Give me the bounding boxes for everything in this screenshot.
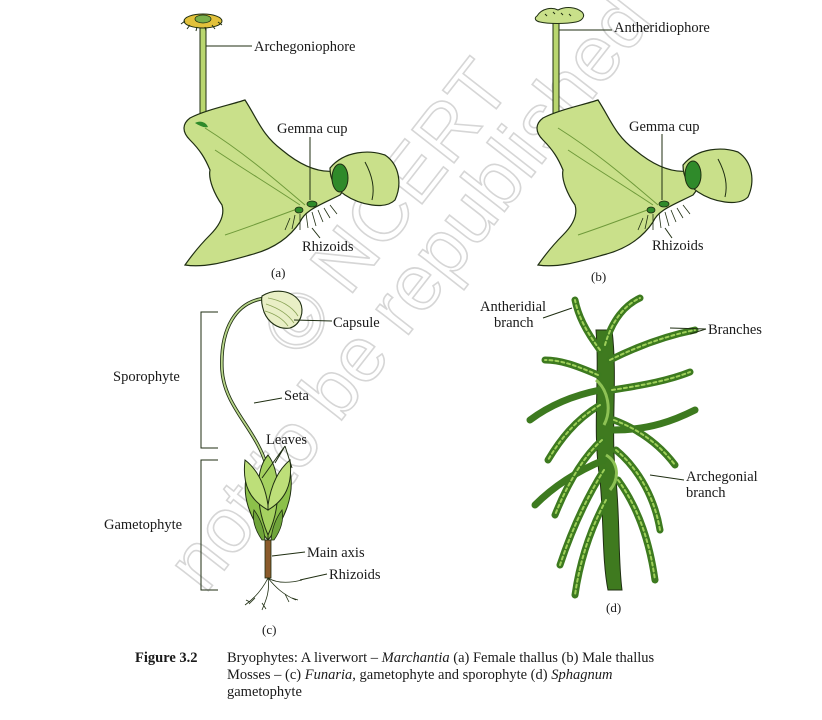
panel-tag-d: (d) (606, 600, 621, 615)
label-rhizoids-a: Rhizoids (302, 239, 354, 255)
rhizoids-b (637, 204, 691, 231)
panel-tag-b: (b) (591, 269, 606, 284)
label-main-axis: Main axis (307, 545, 365, 561)
label-gemma-cup-b: Gemma cup (629, 119, 699, 135)
label-seta: Seta (284, 388, 310, 404)
caption-text-2b: Funaria (304, 667, 353, 683)
label-gametophyte: Gametophyte (104, 517, 182, 533)
label-antheridial-2: branch (494, 315, 534, 331)
bracket-sporophyte (200, 311, 218, 449)
caption-text-1b: Marchantia (381, 650, 450, 666)
panel-tag-c: (c) (262, 622, 276, 637)
label-capsule: Capsule (333, 315, 380, 331)
label-antheridiophore: Antheridiophore (614, 20, 710, 36)
thallus-a (183, 99, 356, 267)
label-sporophyte: Sporophyte (113, 369, 180, 385)
main-axis (264, 539, 272, 579)
panel-tag-a: (a) (271, 265, 285, 280)
gemma-cups-b (646, 200, 670, 214)
caption-text-2d: Sphagnum (551, 667, 613, 683)
caption-text-2a: Mosses – (c) (227, 667, 305, 683)
label-archegonial-1: Archegonial (686, 469, 758, 485)
caption-line-2: Mosses – (c) Funaria, gametophyte and sp… (135, 667, 795, 684)
label-leaves: Leaves (266, 432, 307, 448)
thallus-b (536, 99, 709, 267)
antheridiophore-head (534, 7, 585, 24)
caption-line-3: gametophyte (135, 684, 795, 701)
gemma-cups-a (294, 200, 318, 214)
rhizoids-c (244, 577, 303, 611)
watermark-line2: not to be republished (149, 0, 667, 605)
capsule (261, 290, 303, 329)
caption-line-1: Figure 3.2 Bryophytes: A liverwort – Marc… (135, 650, 795, 667)
label-archegonial-2: branch (686, 485, 726, 501)
archegoniophore-head (180, 13, 223, 32)
label-rhizoids-c: Rhizoids (329, 567, 381, 583)
panel-c-funaria: Capsule Seta Leaves Main axis Rhizoids S… (104, 290, 381, 637)
panel-a-female-thallus: Archegoniophore Gemma cup Rhizoids (a) (180, 13, 400, 280)
rhizoids-a (284, 204, 338, 231)
label-gemma-cup-a: Gemma cup (277, 121, 347, 137)
figure-caption: Figure 3.2 Bryophytes: A liverwort – Marc… (135, 650, 795, 701)
bracket-gametophyte (200, 459, 218, 591)
label-antheridial-1: Antheridial (480, 299, 546, 315)
label-branches: Branches (708, 322, 762, 338)
caption-figure-number: Figure 3.2 (135, 650, 198, 666)
caption-text-1c: (a) Female thallus (b) Male thallus (449, 650, 655, 666)
caption-text-2c: , gametophyte and sporophyte (d) (352, 667, 552, 683)
caption-text-3: gametophyte (227, 684, 302, 700)
gametophyte-leaves (243, 454, 292, 542)
label-archegoniophore: Archegoniophore (254, 39, 355, 55)
antheridiophore-stalk (552, 19, 560, 126)
watermark: © NCERT not to be republished (148, 0, 667, 606)
label-rhizoids-b: Rhizoids (652, 238, 704, 254)
panel-b-male-thallus: Antheridiophore Gemma cup Rhizoids (b) (534, 7, 753, 284)
caption-text-1a: Bryophytes: A liverwort – (227, 650, 382, 666)
panel-d-sphagnum: Antheridial branch Branches Archegonial … (480, 294, 762, 615)
